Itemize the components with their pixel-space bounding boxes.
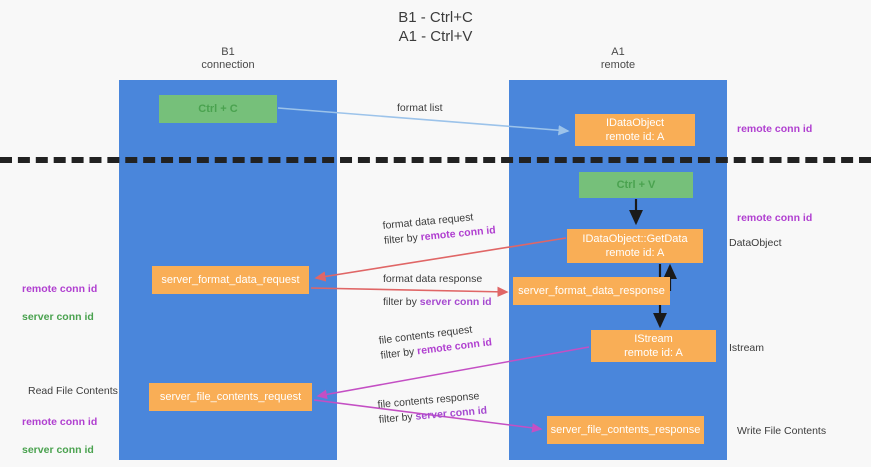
edge-label-file-contents-response: file contents response filter by server … xyxy=(377,389,488,428)
edge-label-line1: format list xyxy=(397,102,443,114)
filter-by-text: filter by xyxy=(378,410,417,426)
column-header-b1: B1 connection xyxy=(201,46,255,71)
note-remote-conn-id: remote conn id xyxy=(22,416,98,428)
column-header-a1: A1 remote xyxy=(600,46,636,71)
note-server-conn-id: server conn id xyxy=(22,311,94,323)
note-right-write-file-contents: Write File Contents xyxy=(737,425,827,437)
note-remote-conn-id: remote conn id xyxy=(22,283,98,295)
note-left-conn-ids-bottom: remote conn id server conn id xyxy=(22,401,97,467)
edge-label-file-contents-request: file contents request filter by remote c… xyxy=(378,320,493,363)
note-left-read-file-contents: Read File Contents xyxy=(28,385,118,397)
node-server-file-contents-response[interactable]: server_file_contents_response xyxy=(547,416,704,444)
filter-key-server-conn-id: server conn id xyxy=(419,296,492,308)
note-server-conn-id: server conn id xyxy=(22,444,94,456)
filter-by-text: filter by xyxy=(383,231,422,247)
note-right-remote-conn-id-top: remote conn id xyxy=(737,123,813,135)
node-server-file-contents-request[interactable]: server_file_contents_request xyxy=(149,383,312,411)
note-right-istream: Istream xyxy=(729,342,765,354)
node-ctrl-c[interactable]: Ctrl + C xyxy=(159,95,277,123)
filter-by-text: filter by xyxy=(383,296,420,308)
edge-label-format-data-response: format data response filter by server co… xyxy=(383,272,492,310)
note-right-dataobject: DataObject xyxy=(729,237,782,249)
edge-label-format-data-request: format data request filter by remote con… xyxy=(382,208,496,249)
edge-label-line1: format data response xyxy=(383,273,483,285)
note-left-conn-ids-mid: remote conn id server conn id xyxy=(22,268,97,338)
phase-divider xyxy=(0,157,871,163)
edge-label-format-list: format list xyxy=(397,101,443,116)
node-istream[interactable]: IStream remote id: A xyxy=(591,330,716,362)
note-right-remote-conn-id-mid: remote conn id xyxy=(737,212,813,224)
node-idataobject-getdata[interactable]: IDataObject::GetData remote id: A xyxy=(567,229,703,263)
node-idataobject[interactable]: IDataObject remote id: A xyxy=(575,114,695,146)
page-title: B1 - Ctrl+C A1 - Ctrl+V xyxy=(398,9,473,45)
node-server-format-data-request[interactable]: server_format_data_request xyxy=(152,266,309,294)
filter-by-text: filter by xyxy=(379,345,418,362)
node-server-format-data-response[interactable]: server_format_data_response xyxy=(513,277,670,305)
node-ctrl-v[interactable]: Ctrl + V xyxy=(579,172,693,198)
edge-label-line2: filter by server conn id xyxy=(383,295,492,310)
